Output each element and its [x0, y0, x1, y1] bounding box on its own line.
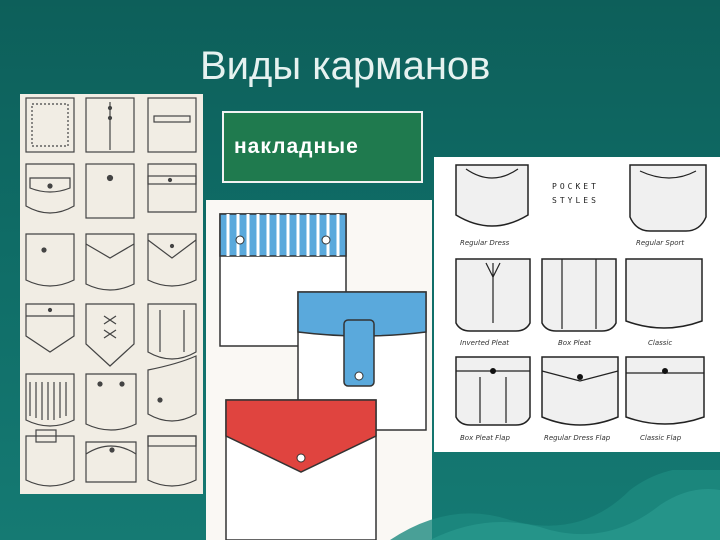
caption-classic-flap: Classic Flap — [640, 434, 682, 442]
button-icon — [577, 374, 583, 380]
caption-regular-dress-flap: Regular Dress Flap — [544, 434, 611, 442]
slide-title: Виды карманов — [200, 44, 491, 88]
button-icon — [662, 368, 668, 374]
caption-inverted-pleat: Inverted Pleat — [460, 339, 509, 347]
button-icon — [490, 368, 496, 374]
caption-box-pleat-flap: Box Pleat Flap — [460, 434, 510, 442]
pocket-styles-chart-image: POCKET STYLES Regular Dress — [434, 157, 720, 452]
caption-regular-dress: Regular Dress — [460, 239, 510, 247]
regular-sport-pocket — [629, 164, 707, 232]
pocket-type-label: накладные — [234, 135, 359, 158]
regular-dress-flap-pocket — [541, 356, 619, 426]
pocket-sketch-grid-image — [20, 94, 203, 494]
pocket-styles-heading-1: POCKET — [552, 182, 599, 191]
pocket-styles-heading-2: STYLES — [552, 196, 599, 205]
classic-pocket — [625, 258, 703, 329]
red-envelope-pocket — [225, 399, 377, 540]
decorative-wave — [390, 470, 720, 540]
caption-box-pleat: Box Pleat — [558, 339, 591, 347]
caption-classic: Classic — [648, 339, 672, 347]
caption-regular-sport: Regular Sport — [636, 239, 684, 247]
pocket-type-label-box: накладные — [222, 111, 423, 183]
box-pleat-flap-pocket — [455, 356, 531, 426]
box-pleat-pocket — [541, 258, 617, 332]
classic-flap-pocket — [625, 356, 705, 425]
regular-dress-pocket — [455, 164, 529, 227]
colored-pockets-illustration — [206, 200, 432, 540]
